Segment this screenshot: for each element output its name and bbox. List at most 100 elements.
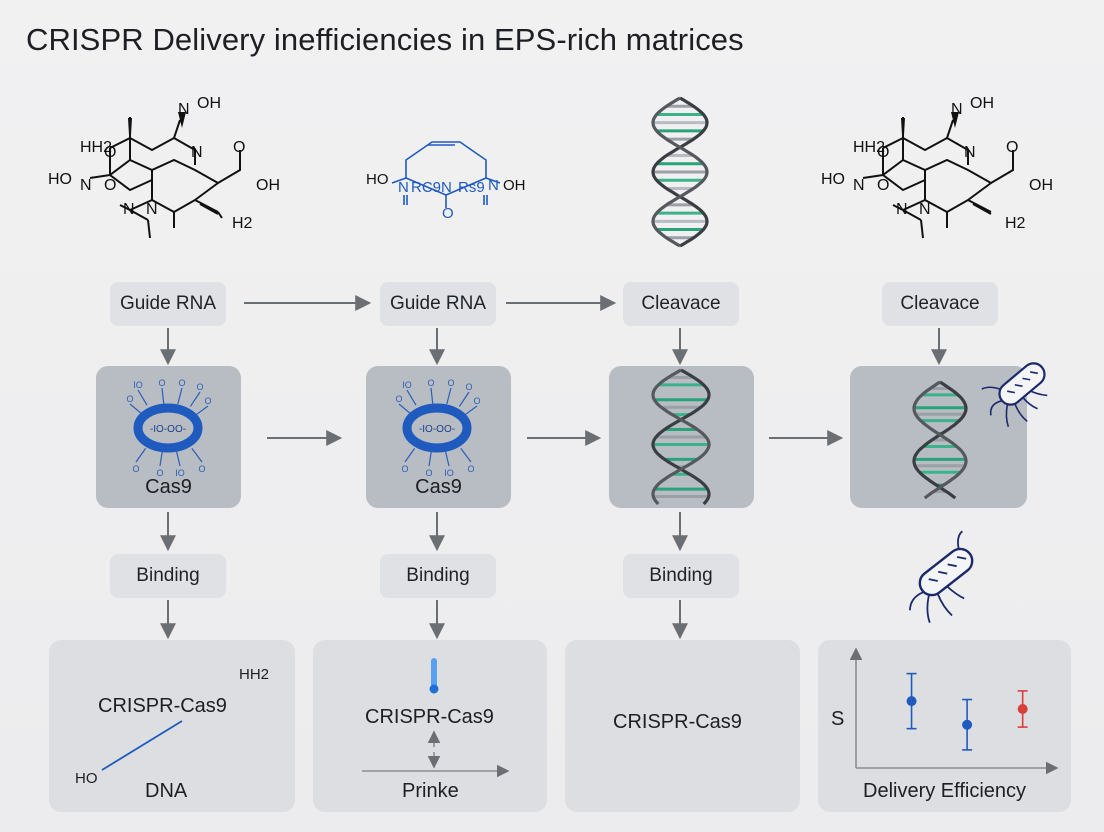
svg-text:N: N <box>146 201 158 218</box>
dna-strand <box>651 96 709 248</box>
cas9-ring-label: O <box>401 464 408 474</box>
card-cas9-2: Cas9 <box>366 366 511 508</box>
cas9-spoke <box>404 448 416 463</box>
svg-text:N: N <box>178 101 190 118</box>
cas9-ring-label: O <box>425 468 432 478</box>
cas9-ring-label: O <box>447 378 454 388</box>
svg-text:OH: OH <box>197 95 221 112</box>
cas9-ring-label: O <box>467 464 474 474</box>
svg-text:HO: HO <box>366 171 389 188</box>
box-corner-bottom: HO <box>75 770 98 787</box>
svg-text:H2: H2 <box>232 215 253 232</box>
pill-guide-rna-1: Guide RNA <box>110 282 226 326</box>
cas9-ring-label: O <box>395 394 402 404</box>
svg-text:HH2: HH2 <box>853 139 885 156</box>
cas9-spoke <box>161 387 165 405</box>
cas9-ring-label: O <box>178 378 185 388</box>
box-crispr-prinke: CRISPR-Cas9 Prinke <box>313 640 547 812</box>
box-crispr-dna: CRISPR-Cas9 DNA HH2 HO <box>49 640 295 812</box>
probe-icon <box>429 658 439 694</box>
pill-binding-1: Binding <box>110 554 226 598</box>
cas9-ring-label: O <box>473 396 480 406</box>
cas9-ring-label: IO <box>175 468 185 478</box>
cas9-ring-label: O <box>198 464 205 474</box>
cas9-ring-label: O <box>158 378 165 388</box>
pill-cleavace-1: Cleavace <box>623 282 739 326</box>
svg-text:N: N <box>853 177 865 194</box>
svg-text:O: O <box>1006 139 1018 156</box>
chart-point <box>1017 704 1028 714</box>
cas9-spoke <box>458 391 470 407</box>
cas9-ring-label: O <box>465 382 472 392</box>
cas9-ring-label: O <box>126 394 133 404</box>
svg-text:N: N <box>191 144 203 161</box>
svg-text:HO: HO <box>821 171 845 188</box>
cas9-spoke <box>195 405 209 416</box>
box-delivery-chart: S Delivery Efficiency <box>818 640 1071 812</box>
svg-text:O: O <box>877 177 889 194</box>
cas9-ring <box>133 403 203 453</box>
cas9-ring <box>402 403 472 453</box>
svg-text:N: N <box>964 144 976 161</box>
box-crispr: CRISPR-Cas9 <box>565 640 800 812</box>
dna-helix-icon <box>651 368 711 506</box>
svg-text:O: O <box>233 139 245 156</box>
cas9-spoke <box>175 450 181 467</box>
molecule-structure-2: HO N RC9 N Rs9 N OH O <box>366 141 526 222</box>
dna-strand <box>651 96 709 248</box>
svg-text:RC9: RC9 <box>411 179 441 196</box>
svg-text:N: N <box>80 177 92 194</box>
cas9-ring-label: IO <box>444 468 454 478</box>
pill-binding-3: Binding <box>623 554 739 598</box>
pill-cleavace-2: Cleavace <box>882 282 998 326</box>
dna-strand <box>912 380 968 500</box>
svg-text:O: O <box>877 144 889 161</box>
cas9-spoke <box>189 391 201 407</box>
box-sub-text: Prinke <box>402 780 459 802</box>
svg-text:H2: H2 <box>1005 215 1026 232</box>
chart-point <box>962 719 973 730</box>
page-title: CRISPR Delivery inefficiencies in EPS-ri… <box>26 22 744 57</box>
cas9-spoke <box>464 405 478 416</box>
card-label: Cas9 <box>415 476 462 498</box>
svg-text:N: N <box>951 101 963 118</box>
dna-strand <box>651 368 711 506</box>
svg-text:OH: OH <box>970 95 994 112</box>
dna-strand <box>912 380 968 500</box>
cas9-spoke <box>428 450 432 467</box>
svg-text:N: N <box>919 201 931 218</box>
cas9-ring-label: IO <box>402 380 412 390</box>
cas9-bead-text: -IO-OO- <box>419 424 455 435</box>
pill-binding-2: Binding <box>380 554 496 598</box>
cas9-spoke <box>129 403 142 415</box>
svg-text:HO: HO <box>48 171 72 188</box>
chart-ylabel: S <box>831 708 845 730</box>
card-label: Cas9 <box>145 476 192 498</box>
cas9-ring-label: O <box>204 396 211 406</box>
cas9-ring-label: O <box>427 378 434 388</box>
cas9-spoke <box>444 450 450 467</box>
pill-guide-rna-2: Guide RNA <box>380 282 496 326</box>
cas9-spoke <box>398 403 411 415</box>
cas9-spoke <box>460 448 472 463</box>
svg-text:O: O <box>442 205 454 222</box>
svg-text:OH: OH <box>503 177 526 194</box>
box-sub-text: DNA <box>145 780 188 802</box>
delivery-efficiency-chart <box>849 647 1059 775</box>
svg-text:N: N <box>398 179 409 196</box>
molecule-structure-1: OH N HH2 O N O OH HO N O N N H2 <box>48 95 280 239</box>
cas9-ring-label: O <box>156 468 163 478</box>
cas9-spoke <box>137 389 148 406</box>
box-main-text: CRISPR-Cas9 <box>365 706 494 728</box>
cas9-spoke <box>177 387 183 405</box>
svg-text:N: N <box>488 177 499 194</box>
chart-point <box>906 696 917 707</box>
molecule-structure-4: OH N HH2 O N O OH HO N O N N H2 <box>821 95 1053 239</box>
binding-line <box>101 720 183 771</box>
dna-strand <box>651 368 711 506</box>
bacterium-icon <box>909 530 974 624</box>
